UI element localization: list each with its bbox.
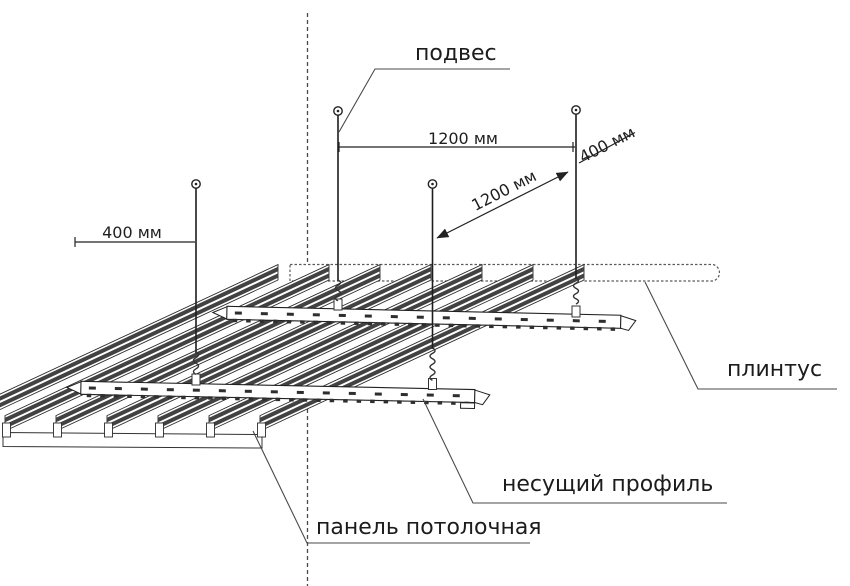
spring-clip-icon [572, 277, 580, 305]
clip-foot [191, 373, 201, 386]
ceiling-panel-field [0, 264, 585, 438]
leader-bearing-profile [422, 398, 727, 504]
clip-foot [428, 378, 437, 390]
bearing-profile-lower [64, 379, 492, 410]
hanger-eye-icon [333, 106, 343, 116]
dim-line-1200-diagonal [436, 171, 569, 239]
leader-plinth [644, 281, 837, 390]
dim-1200-top-label: 1200 мм [428, 129, 498, 148]
bearing-profile-label: несущий профиль [502, 472, 714, 497]
spring-clips [192, 277, 580, 382]
spring-clip-icon [192, 351, 200, 376]
leader-ceiling-panel [252, 430, 530, 544]
plinth-strip [289, 263, 721, 282]
hanger-eye-icon [191, 179, 201, 189]
dimension-lines [74, 131, 636, 247]
hanger-eye-icon [427, 179, 438, 189]
spring-clip-icon [334, 279, 342, 302]
hanger-label: подвес [415, 41, 497, 66]
hanger-rods [195, 114, 577, 353]
spring-clip-icon [429, 347, 436, 382]
clip-foot [333, 298, 343, 311]
hanger-eye-icon [571, 105, 581, 115]
leader-hanger [338, 68, 510, 133]
leader-lines [252, 68, 837, 544]
panel-front-edge [2, 431, 263, 449]
ceiling-panel-label: панель потолочная [316, 515, 542, 540]
dim-400-left-label: 400 мм [102, 223, 162, 242]
dim-line-400-right [578, 131, 636, 164]
hanger-eyes [191, 105, 581, 189]
clip-foot [571, 305, 581, 318]
plinth-label: плинтус [727, 357, 823, 382]
